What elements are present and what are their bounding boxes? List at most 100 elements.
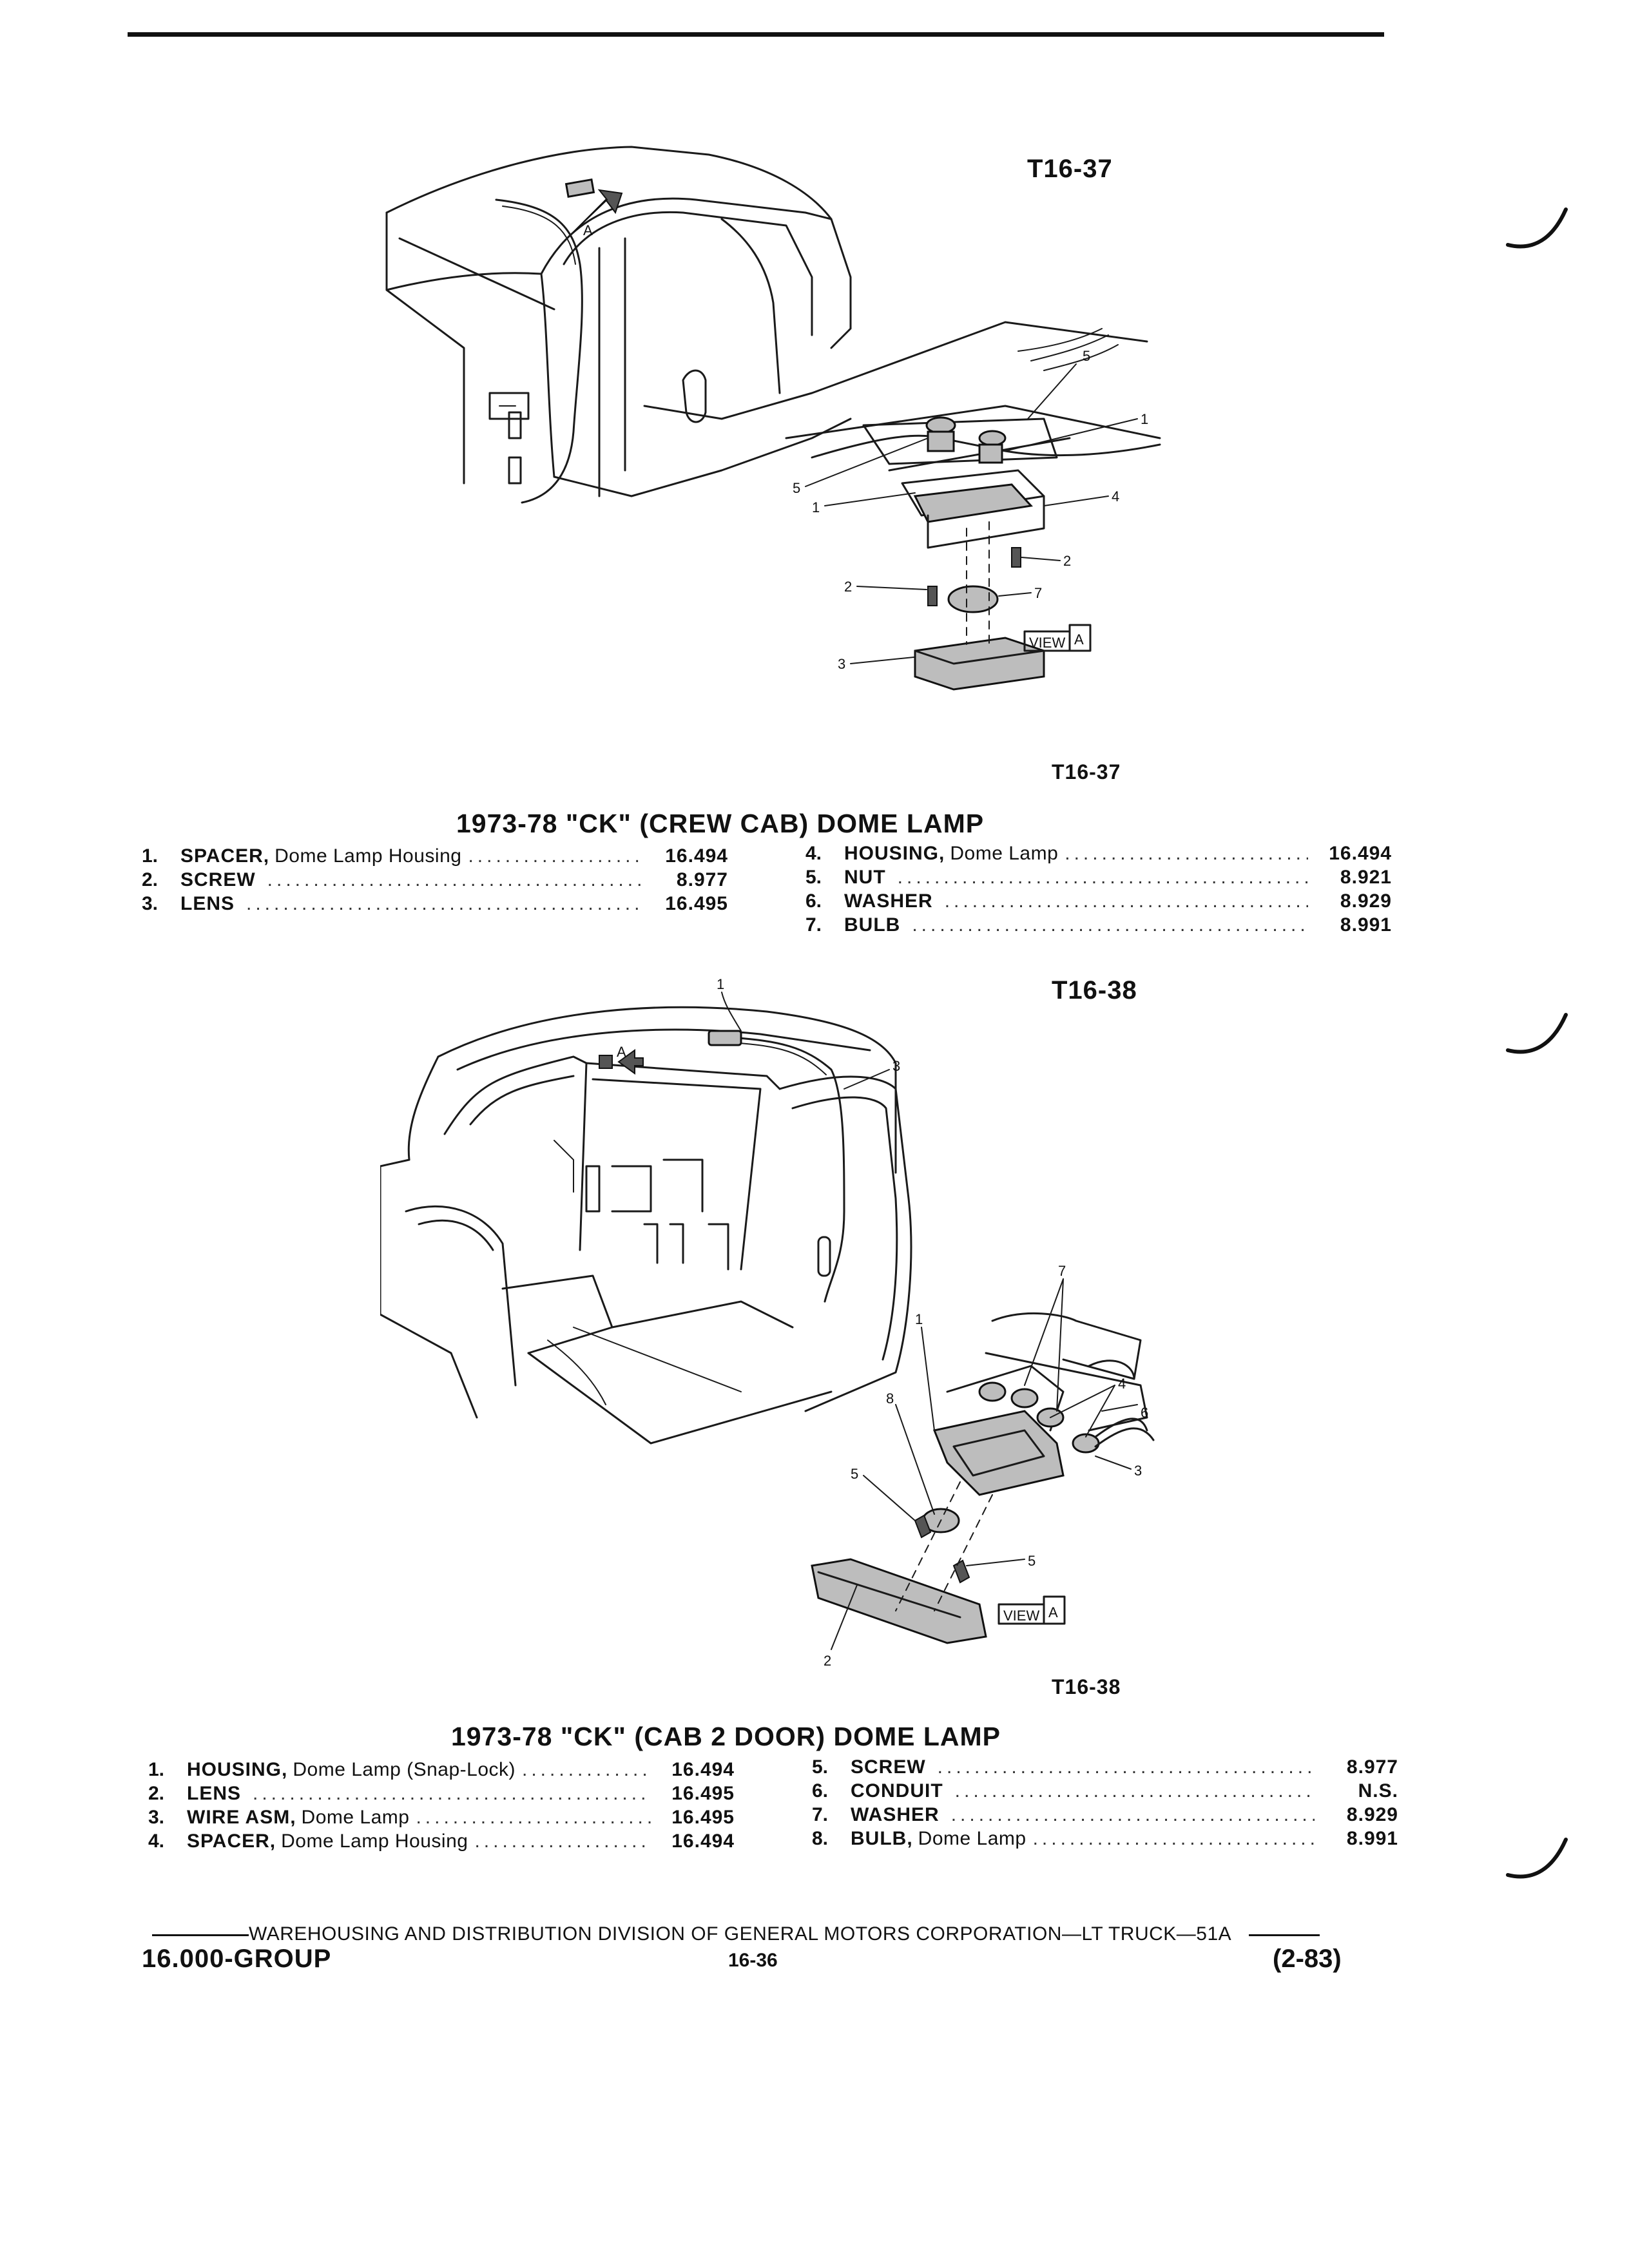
figure2-code-top: T16-38 <box>1052 976 1137 1004</box>
part-description: Dome Lamp <box>918 1828 1027 1849</box>
part-row: 1. SPACER, Dome Lamp Housing 16.494 <box>142 845 728 869</box>
footer-division-text: WAREHOUSING AND DISTRIBUTION DIVISION OF… <box>249 1923 1231 1945</box>
figure2-callout: 5 <box>1028 1553 1036 1569</box>
part-number: 7. <box>812 1804 829 1825</box>
part-name: SPACER, <box>187 1831 276 1852</box>
figure1-callout: 5 <box>1083 348 1090 364</box>
figure2-code-bottom: T16-38 <box>1052 1675 1121 1698</box>
binder-mark <box>1506 207 1568 249</box>
figure1-crew-cab-diagram: A <box>385 146 1161 691</box>
part-row: 3. LENS 16.495 <box>142 893 728 917</box>
binder-mark <box>1506 1838 1568 1879</box>
part-group-number: 8.929 <box>1340 890 1392 912</box>
part-name: BULB, <box>851 1828 913 1849</box>
figure2-title: 1973-78 "CK" (CAB 2 DOOR) DOME LAMP <box>451 1722 1001 1751</box>
figure2-callout: 3 <box>1134 1463 1142 1479</box>
part-number: 8. <box>812 1828 829 1849</box>
part-name: NUT <box>844 867 886 888</box>
part-group-number: 8.977 <box>676 869 728 890</box>
part-name: CONDUIT <box>851 1780 943 1802</box>
footer-date: (2-83) <box>1273 1945 1342 1973</box>
part-number: 4. <box>805 843 822 864</box>
figure2-callout: 8 <box>886 1390 894 1407</box>
part-number: 6. <box>805 890 822 912</box>
part-name: HOUSING, <box>844 843 945 864</box>
part-name: HOUSING, <box>187 1759 288 1780</box>
part-number: 7. <box>805 914 822 936</box>
part-group-number: 8.921 <box>1340 867 1392 888</box>
part-name: WASHER <box>844 890 933 912</box>
part-row: 2. LENS 16.495 <box>148 1783 735 1807</box>
part-row: 1. HOUSING, Dome Lamp (Snap-Lock) 16.494 <box>148 1759 735 1783</box>
figure1-title: 1973-78 "CK" (CREW CAB) DOME LAMP <box>456 809 985 838</box>
part-group-number: 16.495 <box>665 893 728 914</box>
part-name: LENS <box>187 1783 242 1804</box>
figure2-cab-body: A 1 3 <box>380 976 912 1445</box>
figure2-lamp-exploded: 7 1 4 6 8 5 3 5 2 <box>811 1263 1155 1669</box>
part-description: Dome Lamp Housing <box>275 845 462 867</box>
figure1-callout: 5 <box>793 480 800 496</box>
part-row: 5. SCREW 8.977 <box>812 1756 1398 1780</box>
figure2-cab-2-door-diagram: A 1 3 <box>380 976 1155 1669</box>
binder-mark <box>1506 1013 1568 1054</box>
figure2-view-text: VIEW <box>1003 1608 1039 1624</box>
part-group-number: 16.494 <box>671 1831 735 1852</box>
part-number: 1. <box>142 845 159 867</box>
figure1-arrow-letter: A <box>583 222 593 238</box>
part-group-number: 16.494 <box>1329 843 1392 864</box>
part-name: SPACER, <box>180 845 270 867</box>
part-group-number: 8.991 <box>1346 1828 1398 1849</box>
part-row: 3. WIRE ASM, Dome Lamp 16.495 <box>148 1807 735 1831</box>
part-number: 3. <box>148 1807 165 1828</box>
figure1-callout: 2 <box>1063 553 1071 569</box>
part-group-number: 16.495 <box>671 1783 735 1804</box>
figure1-code-top: T16-37 <box>1027 155 1113 183</box>
figure2-callout: 7 <box>1058 1263 1066 1279</box>
figure2-callout: 4 <box>1118 1376 1126 1392</box>
figure1-callout: 7 <box>1034 585 1042 601</box>
part-group-number: 8.977 <box>1346 1756 1398 1778</box>
part-row: 2. SCREW 8.977 <box>142 869 728 893</box>
figure1-view-letter: A <box>1074 631 1084 648</box>
figure2-callout: 1 <box>717 976 724 992</box>
part-row: 6. WASHER 8.929 <box>805 890 1392 914</box>
part-name: WIRE ASM, <box>187 1807 296 1828</box>
part-number: 3. <box>142 893 159 914</box>
part-description: Dome Lamp (Snap-Lock) <box>293 1759 516 1780</box>
part-number: 4. <box>148 1831 165 1852</box>
figure1-parts-left: 1. SPACER, Dome Lamp Housing 16.494 2. S… <box>142 845 728 917</box>
figure2-view-letter: A <box>1048 1604 1058 1620</box>
part-number: 2. <box>148 1783 165 1804</box>
part-row: 5. NUT 8.921 <box>805 867 1392 890</box>
part-group-number: 8.929 <box>1346 1804 1398 1825</box>
figure2-callout: 3 <box>892 1058 900 1074</box>
figure2-callout: 6 <box>1141 1405 1148 1421</box>
figure1-callout: 1 <box>1141 411 1148 427</box>
figure2-callout: 1 <box>915 1311 923 1327</box>
part-name: SCREW <box>180 869 256 890</box>
figure2-parts-left: 1. HOUSING, Dome Lamp (Snap-Lock) 16.494… <box>148 1759 735 1854</box>
part-description: Dome Lamp Housing <box>281 1831 468 1852</box>
part-row: 7. BULB 8.991 <box>805 914 1392 938</box>
figure2-parts-right: 5. SCREW 8.977 6. CONDUIT N.S. 7. WASHER… <box>812 1756 1398 1852</box>
figure1-view-a-label: VIEW A <box>1023 624 1092 652</box>
part-name: WASHER <box>851 1804 940 1825</box>
binder-marks <box>1506 207 1568 1879</box>
figure1-callout: 2 <box>844 579 852 595</box>
figure2-callout: 2 <box>824 1653 831 1669</box>
part-group-number: 8.991 <box>1340 914 1392 936</box>
part-name: LENS <box>180 893 235 914</box>
top-rule <box>128 32 1384 37</box>
part-number: 5. <box>812 1756 829 1778</box>
part-row: 4. SPACER, Dome Lamp Housing 16.494 <box>148 1831 735 1854</box>
figure1-cab-body: A <box>385 146 852 504</box>
figure1-view-text: VIEW <box>1029 635 1065 651</box>
figure2-callout: 5 <box>851 1466 858 1482</box>
part-description: Dome Lamp <box>301 1807 410 1828</box>
part-number: 6. <box>812 1780 829 1802</box>
figure1-callout: 4 <box>1112 488 1119 505</box>
part-row: 6. CONDUIT N.S. <box>812 1780 1398 1804</box>
footer-page-number: 16-36 <box>728 1950 778 1971</box>
figure1-roof-panel <box>785 321 1161 472</box>
part-row: 8. BULB, Dome Lamp 8.991 <box>812 1828 1398 1852</box>
